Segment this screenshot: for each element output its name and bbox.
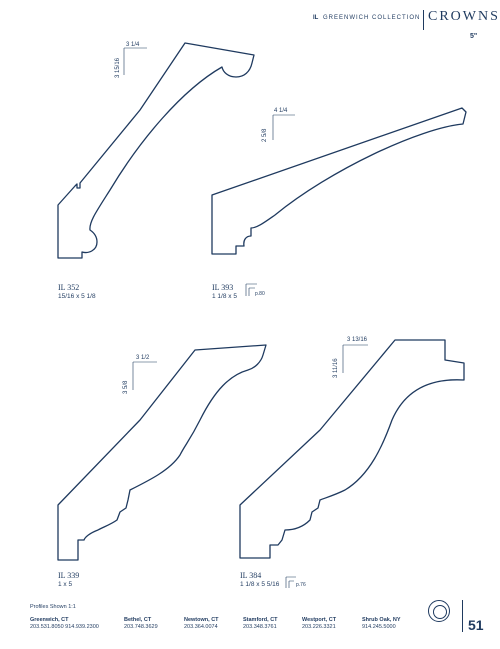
page-ref-marker-il-393 xyxy=(245,283,257,296)
profile-il-339: 3 1/2 3 5/8 xyxy=(57,344,267,561)
location-phone: 203.226.3321 xyxy=(302,624,336,630)
header-divider xyxy=(423,10,424,30)
location-newtown: Newtown, CT 203.364.0074 xyxy=(184,617,219,631)
location-phone: 203.364.0074 xyxy=(184,624,218,630)
profile-il-384: 3 13/16 3 11/16 xyxy=(239,337,465,559)
location-city: Greenwich, CT xyxy=(30,617,69,623)
location-stamford: Stamford, CT 203.348.3761 xyxy=(243,617,278,631)
profile-il-393: 4 1/4 2 5/8 xyxy=(211,107,467,255)
page-title: CROWNS xyxy=(428,9,500,24)
dim-side-il-393: 2 5/8 xyxy=(262,128,268,142)
dim-side-il-352: 3 15/16 xyxy=(115,57,121,78)
page-ref-il-384: p.76 xyxy=(296,582,306,588)
profile-size-il-352: 15/16 x 5 1/8 xyxy=(58,293,96,300)
dim-side-il-339: 3 5/8 xyxy=(123,380,129,394)
location-greenwich: Greenwich, CT 203.531.8050 914.939.2300 xyxy=(30,617,99,631)
location-bethel: Bethel, CT 203.748.3629 xyxy=(124,617,158,631)
dim-side-il-384: 3 11/16 xyxy=(333,358,339,378)
page-divider xyxy=(462,600,463,632)
page-ref-il-393: p.80 xyxy=(255,291,265,297)
profile-il-352: 3 1/4 3 15/16 xyxy=(57,42,255,259)
location-city: Westport, CT xyxy=(302,617,337,623)
location-city: Newtown, CT xyxy=(184,617,219,623)
location-phone: 203.531.8050 914.939.2300 xyxy=(30,624,99,630)
collection-name: GREENWICH COLLECTION xyxy=(323,15,421,21)
size-note: 5" xyxy=(470,33,478,40)
location-city: Stamford, CT xyxy=(243,617,278,623)
profile-il-384-outline xyxy=(239,339,465,559)
profile-il-339-outline xyxy=(57,344,267,561)
company-seal-icon xyxy=(428,600,450,622)
dim-top-il-384: 3 13/16 xyxy=(347,337,368,343)
profile-size-il-384: 1 1/8 x 5 5/16 xyxy=(240,581,280,588)
location-phone: 203.748.3629 xyxy=(124,624,158,630)
profile-id-il-339: IL 339 xyxy=(58,571,80,580)
dim-top-il-393: 4 1/4 xyxy=(274,108,288,114)
profile-il-352-outline xyxy=(57,42,255,259)
location-shrub-oak: Shrub Oak, NY 914.245.5000 xyxy=(362,617,401,631)
location-city: Shrub Oak, NY xyxy=(362,617,401,623)
scale-note: Profiles Shown 1:1 xyxy=(30,604,76,610)
location-phone: 914.245.5000 xyxy=(362,624,396,630)
page-ref-marker-il-384 xyxy=(285,576,296,588)
dim-top-il-339: 3 1/2 xyxy=(136,355,150,361)
profile-size-il-393: 1 1/8 x 5 xyxy=(212,293,237,300)
page-number: 51 xyxy=(468,617,484,633)
profile-id-il-352: IL 352 xyxy=(58,283,80,292)
profile-id-il-393: IL 393 xyxy=(212,283,234,292)
dim-top-il-352: 3 1/4 xyxy=(126,42,140,48)
brand-mark: IL xyxy=(313,15,319,21)
profile-size-il-339: 1 x 5 xyxy=(58,581,73,588)
location-phone: 203.348.3761 xyxy=(243,624,277,630)
location-westport: Westport, CT 203.226.3321 xyxy=(302,617,336,631)
profile-id-il-384: IL 384 xyxy=(240,571,262,580)
profile-il-393-outline xyxy=(211,107,467,255)
location-city: Bethel, CT xyxy=(124,617,152,623)
